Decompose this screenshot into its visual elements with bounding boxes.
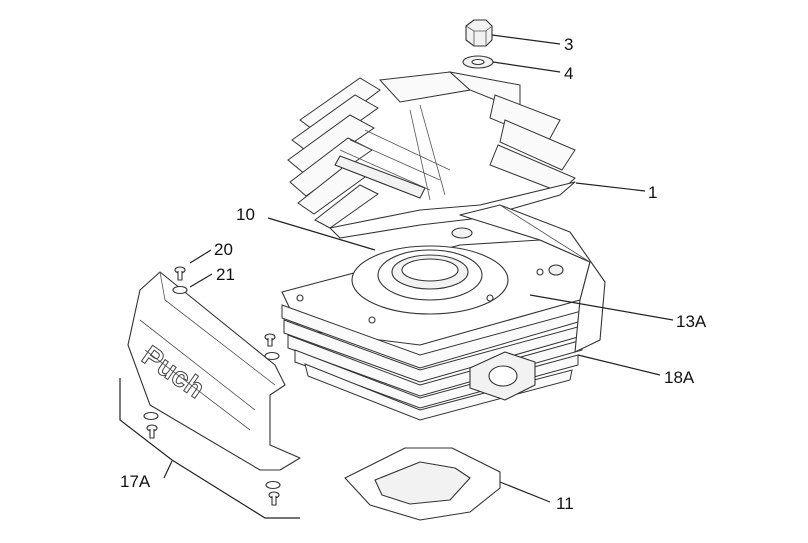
part-20-screw: [174, 266, 186, 281]
callout-3: 3: [564, 35, 573, 54]
callout-1: 1: [648, 183, 657, 202]
screw-cover-right: [264, 333, 280, 361]
part-11-gasket: [344, 447, 501, 521]
leader-lines: [119, 34, 674, 519]
callout-4: 4: [564, 64, 573, 83]
callout-10: 10: [236, 205, 255, 224]
part-17a-front-cover: Puch: [127, 271, 301, 471]
part-13a-cylinder-block: [281, 239, 591, 421]
callout-17a: 17A: [120, 472, 151, 491]
part-21-washer: [172, 285, 188, 295]
part-1-cylinder-head: [287, 71, 576, 239]
callout-20: 20: [214, 240, 233, 259]
callout-11: 11: [556, 494, 574, 513]
part-4-washer: [462, 55, 494, 69]
part-10-stud: [451, 227, 473, 239]
screw-cover-bottom-left: [143, 411, 159, 439]
callout-21: 21: [216, 265, 235, 284]
part-18a-shroud: [459, 204, 606, 353]
part-3-nut: [465, 19, 493, 47]
callout-18a: 18A: [664, 368, 695, 387]
callout-13a: 13A: [676, 312, 707, 331]
screw-cover-bottom-right: [265, 480, 281, 506]
